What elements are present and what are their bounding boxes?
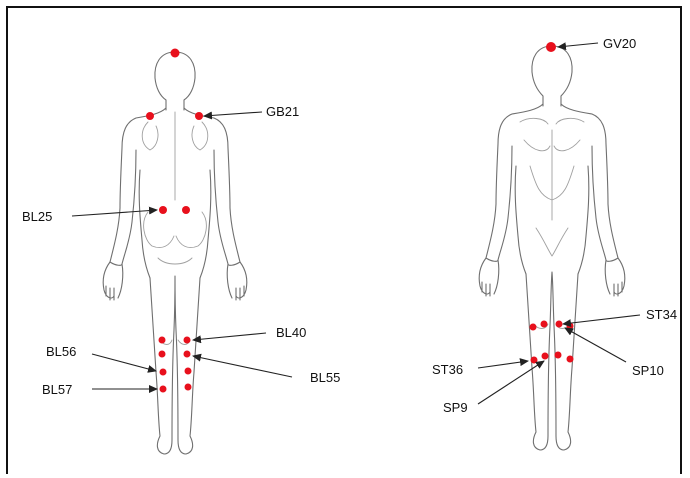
front-left-hand — [479, 258, 499, 296]
point-bl40-right — [184, 337, 191, 344]
point-st34-mid-left — [541, 321, 548, 328]
label-gv20: GV20 — [603, 36, 636, 51]
back-legs-outline — [150, 276, 200, 454]
label-st36: ST36 — [432, 362, 463, 377]
arrow-bl25 — [72, 210, 157, 216]
point-st36-right — [567, 356, 574, 363]
back-view-figure — [103, 52, 247, 454]
label-gb21: GB21 — [266, 104, 299, 119]
point-gb21-left — [146, 112, 154, 120]
point-sp9-right — [555, 352, 562, 359]
front-chest-detail — [520, 118, 584, 328]
label-sp10: SP10 — [632, 363, 664, 378]
front-right-hand — [605, 258, 625, 296]
point-st36-left — [531, 357, 538, 364]
arrow-sp10 — [565, 328, 626, 362]
front-head-outline — [532, 46, 572, 106]
point-bl56-left — [160, 369, 167, 376]
point-bl25-right — [182, 206, 190, 214]
back-left-hand — [103, 262, 123, 300]
label-bl40: BL40 — [276, 325, 306, 340]
label-bl25: BL25 — [22, 209, 52, 224]
point-bl56-right — [185, 368, 192, 375]
back-right-hand — [227, 262, 247, 300]
arrow-bl55 — [193, 356, 292, 377]
label-st34: ST34 — [646, 307, 677, 322]
point-sp9-left — [542, 353, 549, 360]
point-gb21-right — [195, 112, 203, 120]
point-bl40-left — [159, 337, 166, 344]
point-bl57-left — [160, 386, 167, 393]
point-head-top-back — [171, 49, 180, 58]
arrow-bl56 — [92, 354, 156, 371]
point-st34-left — [530, 324, 537, 331]
label-bl56: BL56 — [46, 344, 76, 359]
point-gv20 — [546, 42, 556, 52]
point-bl25-left — [159, 206, 167, 214]
arrow-bl40 — [193, 333, 266, 340]
arrow-st36 — [478, 361, 528, 368]
point-labels: GB21 BL25 BL56 BL57 BL40 BL55 GV20 ST34 … — [22, 36, 677, 415]
arrow-gv20 — [558, 43, 598, 47]
back-head-outline — [155, 52, 195, 110]
point-bl55-left — [159, 351, 166, 358]
label-sp9: SP9 — [443, 400, 468, 415]
label-bl57: BL57 — [42, 382, 72, 397]
point-st34-mid-right — [556, 321, 563, 328]
label-bl55: BL55 — [310, 370, 340, 385]
arrow-gb21 — [204, 112, 262, 116]
point-bl57-right — [185, 384, 192, 391]
point-bl55-right — [184, 351, 191, 358]
